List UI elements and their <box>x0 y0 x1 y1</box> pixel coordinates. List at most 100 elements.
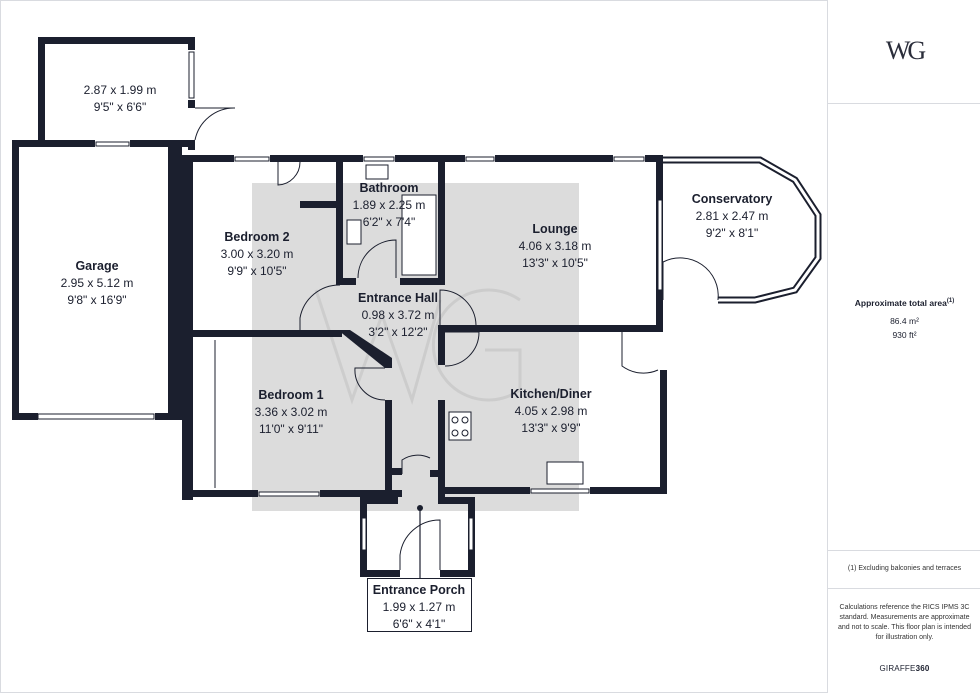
room-dimensions-metric: 2.87 x 1.99 m <box>83 83 157 97</box>
area-square-metres: 86.4 m² <box>890 316 919 326</box>
door-swing <box>299 284 341 330</box>
wall <box>13 330 18 370</box>
divider <box>828 103 980 104</box>
wall <box>38 37 195 44</box>
window <box>468 517 474 551</box>
wall <box>182 155 234 162</box>
room-dimensions-imperial: 6'2" x 7'4" <box>362 215 416 229</box>
room-name: Lounge <box>532 222 578 236</box>
door-swing <box>401 454 431 474</box>
window <box>530 488 590 494</box>
wall <box>440 570 475 577</box>
wall <box>12 140 19 420</box>
window <box>613 156 645 162</box>
room-dimensions-imperial: 6'6" x 4'1" <box>392 617 446 631</box>
bath-icon <box>401 194 437 276</box>
area-square-feet: 930 ft² <box>892 330 917 340</box>
door-swing <box>194 107 236 141</box>
wall <box>338 330 392 368</box>
room-dimensions-imperial: 3'2" x 12'2" <box>368 325 428 339</box>
window <box>465 156 495 162</box>
wall <box>660 370 667 494</box>
wall <box>438 400 445 497</box>
room-dimensions-metric: 0.98 x 3.72 m <box>361 308 435 322</box>
room-name: Bedroom 1 <box>258 388 324 402</box>
door-swing <box>444 331 480 367</box>
wall <box>270 155 344 162</box>
room-name: Kitchen/Diner <box>510 387 592 401</box>
wall <box>320 490 398 497</box>
wall <box>438 487 530 494</box>
footnote: (1) Excluding balconies and terraces <box>847 565 962 572</box>
door-swing <box>354 367 386 401</box>
room-name: Bedroom 2 <box>224 230 290 244</box>
wall <box>182 330 342 337</box>
wall <box>438 497 475 504</box>
divider <box>828 550 980 551</box>
room-label-kitchen-diner: Kitchen/Diner 4.05 x 2.98 m 13'3" x 9'9" <box>510 386 591 437</box>
wall <box>438 325 445 365</box>
wall <box>343 155 363 162</box>
garage-door <box>37 413 155 420</box>
wall <box>188 140 195 150</box>
wall <box>343 278 356 285</box>
room-name: Garage <box>75 259 119 273</box>
disclaimer: Calculations reference the RICS IPMS 3C … <box>838 604 971 641</box>
room-dimensions-imperial: 13'3" x 9'9" <box>521 421 581 435</box>
brand-prefix: GIRAFFE <box>879 664 916 673</box>
wall <box>182 155 193 345</box>
footnote-mark: (1) <box>946 298 955 305</box>
wall <box>438 155 445 285</box>
room-name: Conservatory <box>691 192 773 206</box>
door-swing <box>621 332 659 374</box>
window <box>234 156 270 162</box>
door-swing <box>662 257 719 301</box>
window <box>361 517 367 551</box>
wall <box>182 490 258 497</box>
room-label-bedroom-2: Bedroom 2 3.00 x 3.20 m 9'9" x 10'5" <box>221 229 294 280</box>
wall <box>155 413 182 420</box>
wall <box>360 570 400 577</box>
door-swing <box>399 519 441 570</box>
room-label-bathroom: Bathroom 1.89 x 2.25 m 6'2" x 7'4" <box>353 180 426 231</box>
room-dimensions-metric: 3.36 x 3.02 m <box>254 405 328 419</box>
room-dimensions-imperial: 9'5" x 6'6" <box>93 100 147 114</box>
wall <box>430 470 445 477</box>
entrance-arrow-icon <box>417 505 423 578</box>
area-title: Approximate total area(1) <box>828 298 980 308</box>
room-name: Bathroom <box>359 181 419 195</box>
walls <box>12 37 667 577</box>
watermark-logo <box>314 288 522 405</box>
room-label-garage: Garage 2.95 x 5.12 m 9'8" x 16'9" <box>61 258 134 309</box>
room-name: Entrance Porch <box>372 583 466 597</box>
wall <box>300 201 338 208</box>
door-swing <box>357 239 397 279</box>
conservatory-bay <box>663 156 822 304</box>
wall <box>168 140 182 420</box>
wall <box>385 400 392 497</box>
wall <box>645 155 663 162</box>
window <box>363 156 395 162</box>
room-label-lounge: Lounge 4.06 x 3.18 m 13'3" x 10'5" <box>519 221 592 272</box>
room-dimensions-metric: 1.89 x 2.25 m <box>352 198 426 212</box>
wall <box>38 37 45 145</box>
room-label-conservatory: Conservatory 2.81 x 2.47 m 9'2" x 8'1" <box>692 191 773 242</box>
room-label-entrance-porch: Entrance Porch 1.99 x 1.27 m 6'6" x 4'1" <box>373 582 465 633</box>
room-dimensions-metric: 3.00 x 3.20 m <box>220 247 294 261</box>
window <box>188 51 195 99</box>
wall <box>188 37 195 50</box>
wall <box>188 100 195 108</box>
wall <box>395 155 465 162</box>
wall <box>392 490 402 497</box>
divider <box>828 588 980 589</box>
floor-plan <box>0 0 827 693</box>
window <box>95 141 130 147</box>
windows <box>95 51 663 551</box>
info-sidebar: WG Approximate total area(1) 86.4 m² 930… <box>827 0 980 693</box>
room-dimensions-metric: 2.81 x 2.47 m <box>695 209 769 223</box>
room-dimensions-imperial: 9'8" x 16'9" <box>67 293 127 307</box>
wall <box>336 155 343 285</box>
room-dimensions-metric: 4.06 x 3.18 m <box>518 239 592 253</box>
wall <box>360 497 398 504</box>
kitchen-sink-icon <box>546 461 584 485</box>
